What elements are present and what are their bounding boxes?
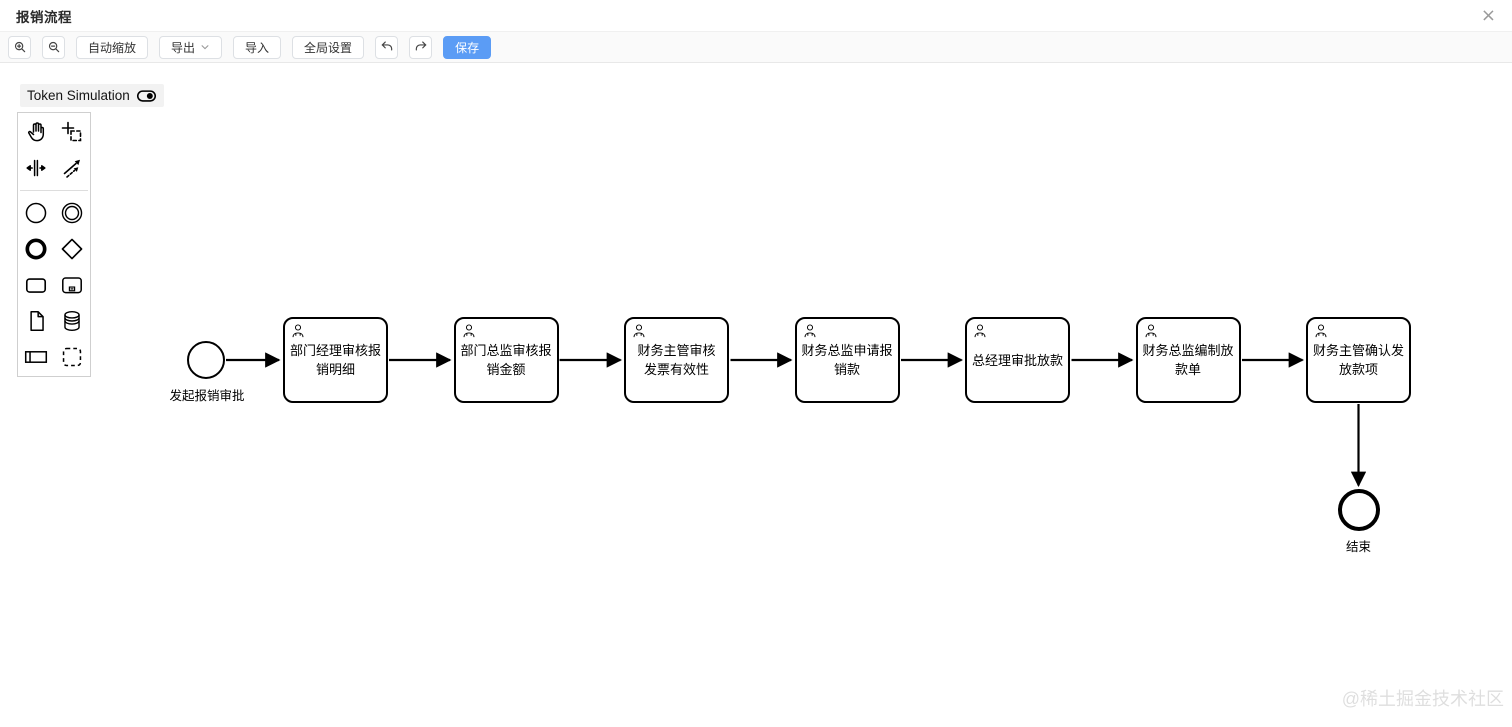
space-tool[interactable] (18, 150, 54, 186)
task-label: 部门总监审核报 销金额 (460, 343, 552, 377)
task-label: 财务总监申请报 销款 (801, 343, 893, 377)
user-icon (463, 324, 474, 338)
create-data-object[interactable] (18, 303, 54, 339)
hand-tool[interactable] (18, 114, 54, 150)
export-label: 导出 (171, 40, 196, 55)
undo-button[interactable] (375, 35, 399, 59)
create-intermediate-event[interactable] (54, 195, 90, 231)
user-icon (1315, 324, 1327, 338)
space-tool-icon (26, 159, 46, 177)
export-button[interactable]: 导出 (159, 35, 223, 59)
end-event[interactable] (1338, 489, 1380, 531)
import-button[interactable]: 导入 (233, 35, 282, 59)
create-subprocess[interactable] (54, 267, 90, 303)
user-task[interactable]: 部门经理审核报 销明细 (283, 317, 388, 403)
task-icon (25, 278, 47, 293)
bpmn-palette (17, 112, 91, 377)
user-icon (804, 324, 815, 338)
user-task[interactable]: 财务主管审核 发票有效性 (624, 317, 729, 403)
lasso-tool[interactable] (54, 114, 90, 150)
intermediate-event-icon (61, 202, 83, 224)
toggle-off-icon (136, 89, 156, 102)
global-settings-button[interactable]: 全局设置 (292, 35, 365, 59)
participant-icon (24, 351, 48, 363)
end-event-icon (25, 238, 47, 260)
user-task[interactable]: 总经理审批放款 (965, 317, 1070, 403)
page-title: 报销流程 (16, 9, 72, 25)
watermark: @稀土掘金技术社区 (1341, 689, 1504, 709)
task-label: 财务主管确认发 放款项 (1312, 343, 1404, 377)
user-icon (633, 324, 645, 338)
palette-separator (20, 190, 88, 191)
save-label: 保存 (455, 40, 480, 55)
create-start-event[interactable] (18, 195, 54, 231)
task-label: 财务主管审核 发票有效性 (637, 343, 716, 377)
gateway-icon (61, 238, 83, 260)
token-simulation-label: Token Simulation (27, 88, 130, 103)
create-end-event[interactable] (18, 231, 54, 267)
data-store-icon (64, 310, 80, 332)
redo-icon (415, 41, 426, 51)
create-task[interactable] (18, 267, 54, 303)
magnifier-plus-icon (14, 41, 25, 53)
end-event-label: 结束 (1345, 540, 1371, 554)
create-gateway[interactable] (54, 231, 90, 267)
user-task[interactable]: 财务总监申请报 销款 (794, 317, 900, 403)
save-button[interactable]: 保存 (443, 35, 492, 59)
user-task[interactable]: 财务主管确认发 放款项 (1306, 317, 1411, 403)
user-task[interactable]: 部门总监审核报 销金额 (453, 317, 559, 403)
group-icon (62, 347, 82, 367)
hand-tool-icon (28, 122, 45, 142)
start-event-icon (25, 202, 47, 224)
global-settings-label: 全局设置 (304, 40, 353, 55)
task-label: 总经理审批放款 (971, 352, 1063, 368)
zoom-out-button[interactable] (42, 35, 65, 59)
user-icon (292, 324, 304, 338)
user-icon (974, 324, 986, 338)
auto-fit-label: 自动缩放 (88, 40, 137, 55)
import-label: 导入 (245, 40, 270, 55)
zoom-in-button[interactable] (8, 35, 31, 59)
token-simulation-toggle[interactable]: Token Simulation (20, 84, 164, 107)
global-connect-icon (63, 159, 80, 178)
start-event[interactable] (187, 341, 225, 379)
lasso-tool-icon (61, 121, 82, 142)
toolbar: 自动缩放 导出 导入 全局设置 保存 (0, 31, 1512, 63)
subprocess-icon (62, 277, 82, 294)
user-icon (1145, 324, 1156, 338)
create-participant[interactable] (18, 339, 54, 375)
task-label: 财务总监编制放 款单 (1142, 343, 1234, 377)
start-event-label: 发起报销审批 (169, 389, 245, 403)
create-group[interactable] (54, 339, 90, 375)
global-connect-tool[interactable] (54, 150, 90, 186)
user-task[interactable]: 财务总监编制放 款单 (1135, 317, 1241, 403)
auto-fit-button[interactable]: 自动缩放 (76, 35, 149, 59)
magnifier-minus-icon (48, 41, 59, 53)
create-data-store[interactable] (54, 303, 90, 339)
task-label: 部门经理审核报 销明细 (289, 343, 381, 377)
undo-icon (381, 41, 392, 51)
close-icon[interactable]: × (1480, 4, 1496, 26)
diagram-canvas[interactable]: Token Simulation (0, 63, 1512, 727)
data-object-icon (30, 311, 44, 331)
chevron-down-icon (201, 45, 209, 50)
title-bar: 报销流程 × (0, 0, 1512, 31)
redo-button[interactable] (409, 35, 433, 59)
